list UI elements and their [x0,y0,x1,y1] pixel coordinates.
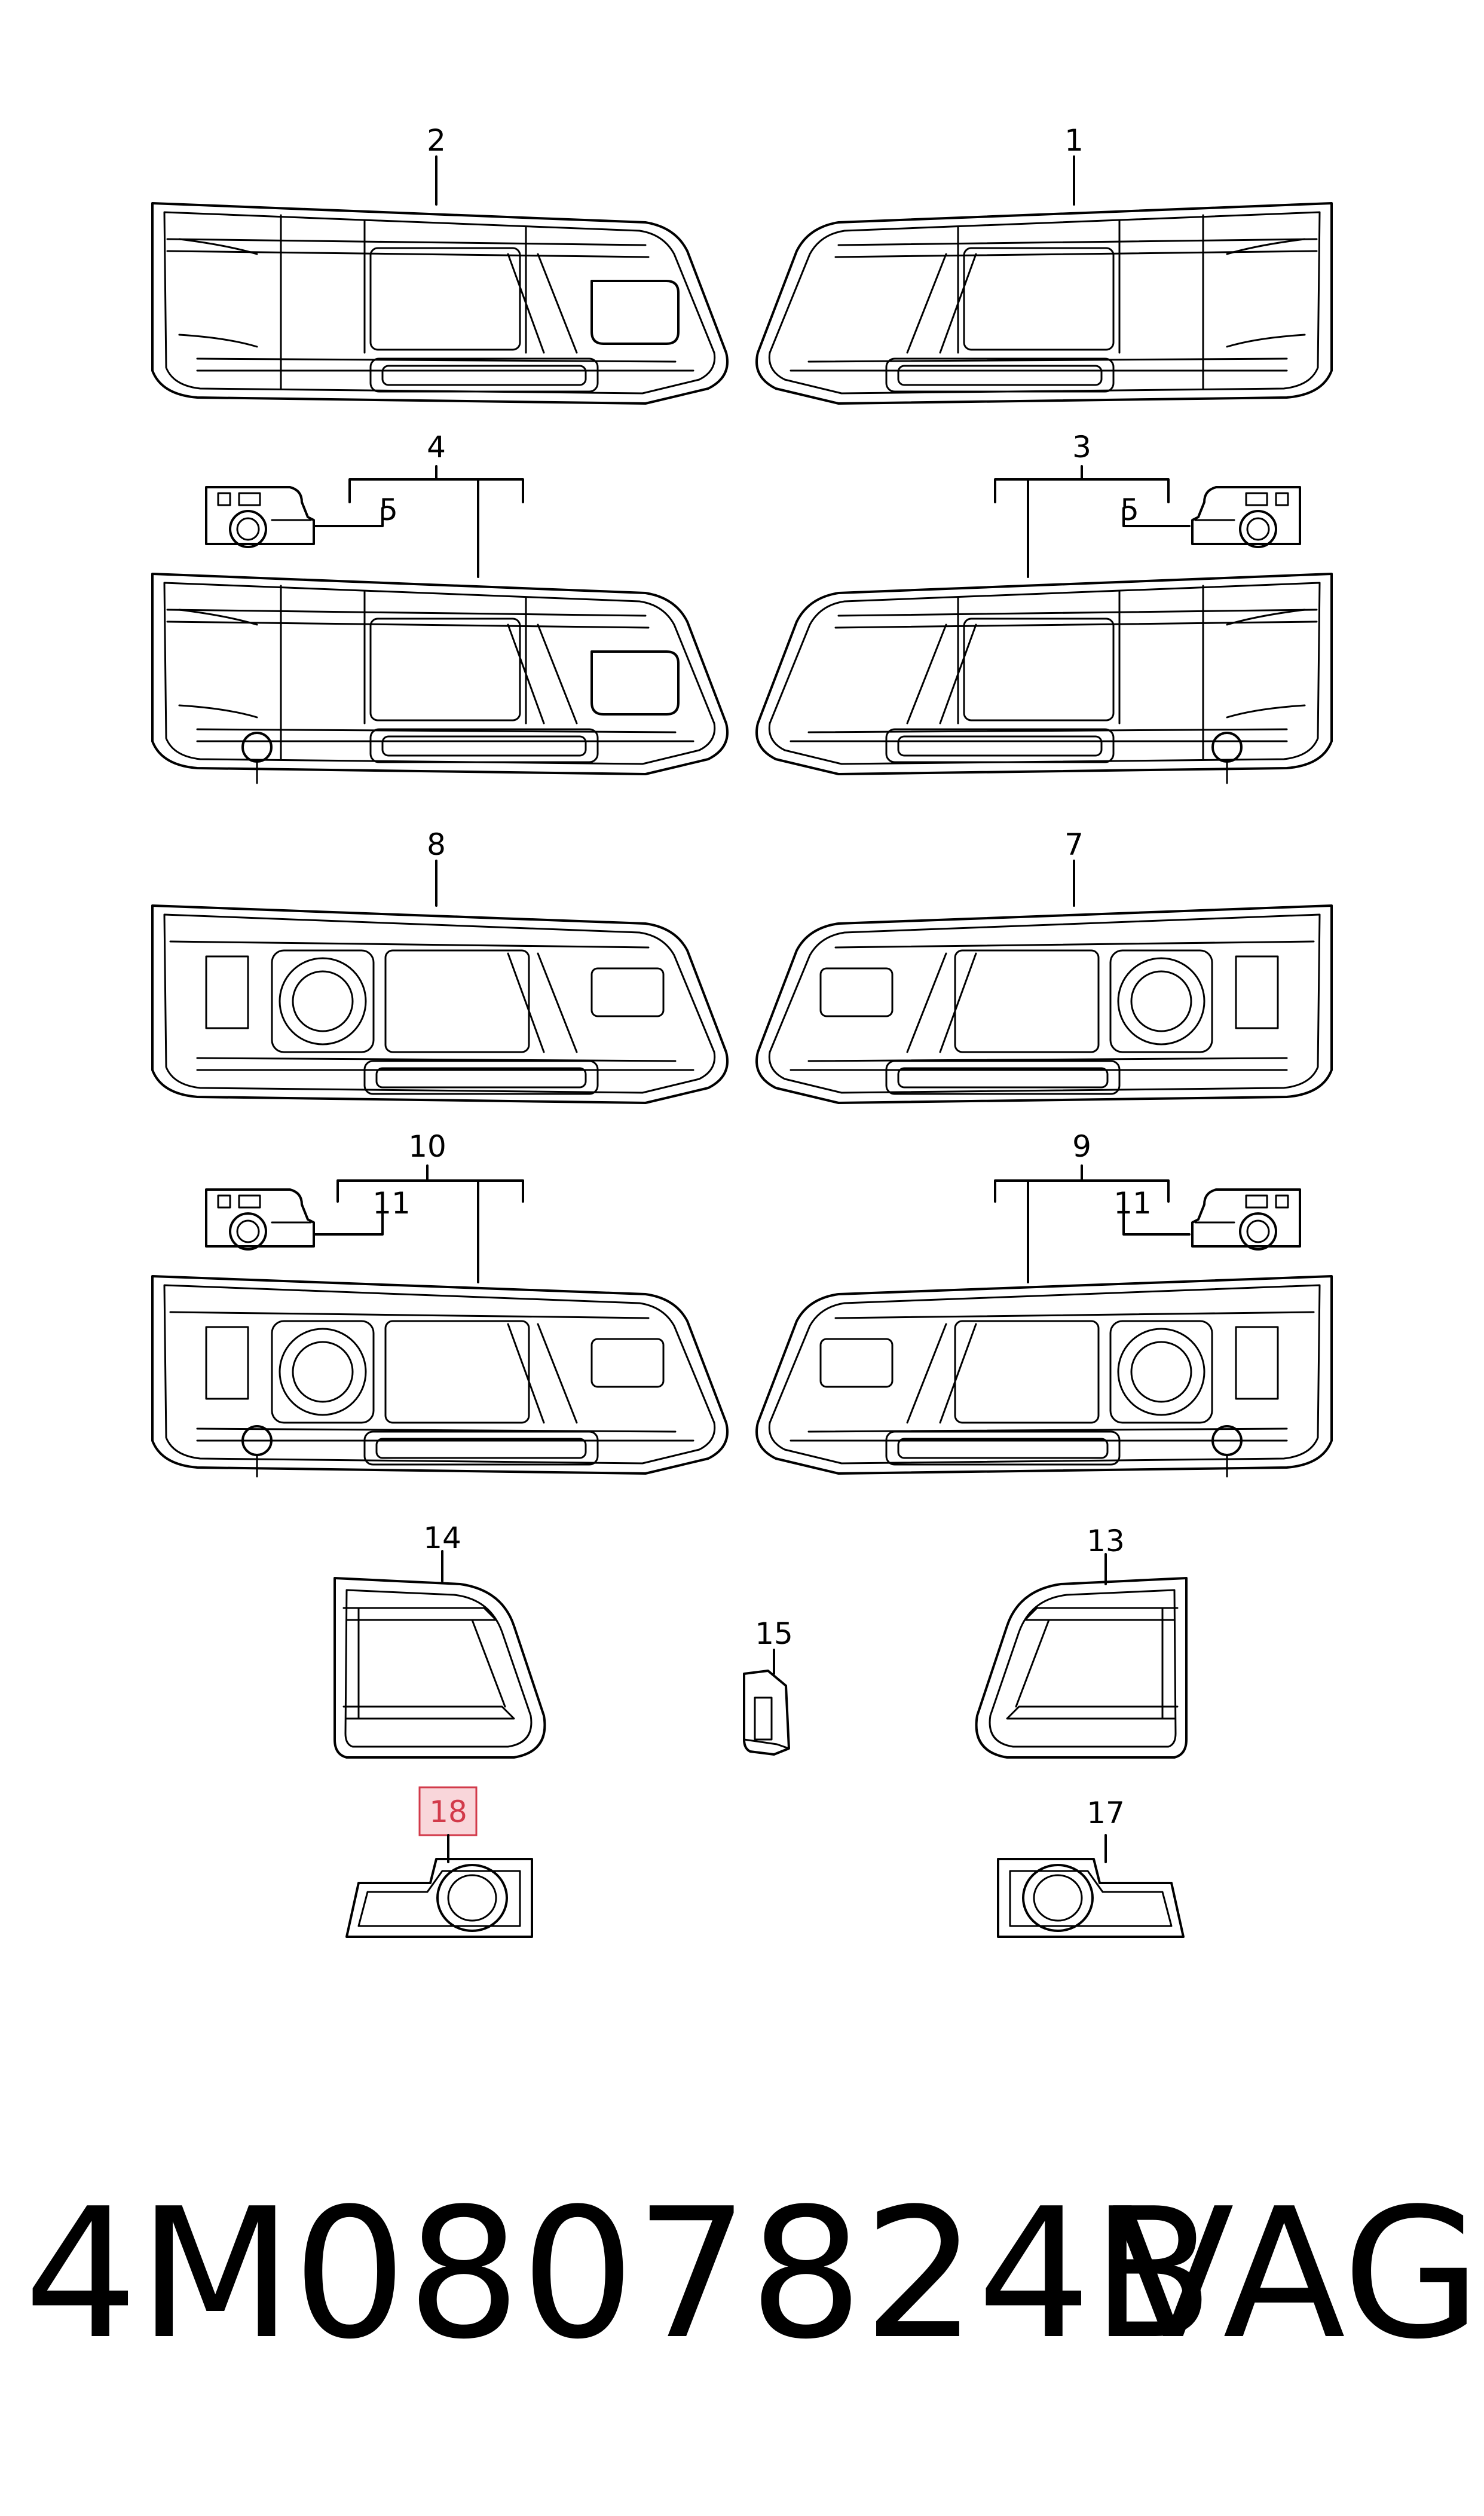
part-7-grille [755,904,1333,1104]
part-3-grille [755,573,1333,784]
part-18-fog-surround [345,1858,533,1938]
part-11-bracket-right [1191,1188,1301,1251]
part-14-insert [333,1577,546,1759]
callout-8: 8 [427,827,446,862]
callout-2: 2 [427,123,446,158]
callout-5-left: 5 [379,493,398,527]
part-15-clip [743,1670,790,1756]
callout-3: 3 [1072,430,1091,464]
callout-17: 17 [1087,1796,1125,1830]
footer: 4M0807824B VAG [24,2170,1481,2379]
callout-9: 9 [1072,1129,1091,1164]
brand: VAG [1112,2170,1482,2379]
part-17-fog-surround [997,1858,1185,1938]
part-9-grille [755,1275,1333,1478]
callout-4: 4 [427,430,446,464]
callout-18-highlight-box [418,1786,478,1836]
part-4-grille [151,573,729,784]
part-2-grille [151,202,729,405]
callout-7: 7 [1064,827,1084,862]
callout-14: 14 [423,1521,461,1555]
part-5-bracket-left [205,486,315,548]
part-1-grille [755,202,1333,405]
callout-15: 15 [755,1616,793,1651]
callout-1: 1 [1064,123,1084,158]
callout-13: 13 [1087,1524,1125,1558]
part-13-insert [975,1577,1188,1759]
part-8-grille [151,904,729,1104]
callout-11-right: 11 [1113,1186,1152,1221]
callout-5-right: 5 [1120,493,1139,527]
part-10-grille [151,1275,729,1478]
callout-10: 10 [408,1129,446,1164]
callout-18[interactable]: 18 [429,1794,467,1829]
part-11-bracket-left [205,1188,315,1251]
part-number: 4M0807824B [24,2170,1214,2379]
callout-11-left: 11 [372,1186,411,1221]
part-5-bracket-right [1191,486,1301,548]
